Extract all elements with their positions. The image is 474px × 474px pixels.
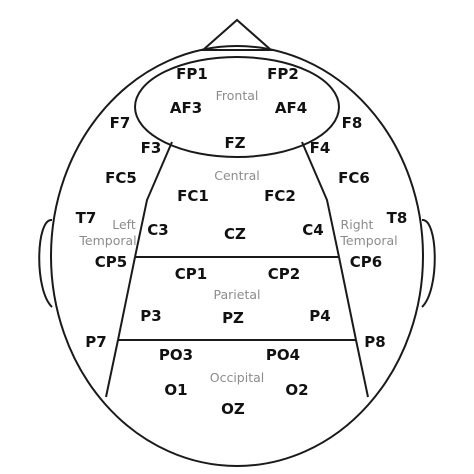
electrode-o2: O2 <box>285 381 308 399</box>
electrode-cz: CZ <box>224 225 246 243</box>
electrode-p7: P7 <box>85 333 106 351</box>
electrode-f8: F8 <box>342 114 363 132</box>
electrode-labels: FP1 FP2 AF3 AF4 F7 F8 F3 F4 FZ FC5 FC6 F… <box>76 65 408 418</box>
occipital-right-boundary <box>355 339 369 398</box>
electrode-t8: T8 <box>387 209 408 227</box>
electrode-f3: F3 <box>141 139 162 157</box>
electrode-o1: O1 <box>164 381 187 399</box>
parietal-right-boundary <box>338 256 357 341</box>
region-right-temporal-label-line1: Right <box>341 217 374 232</box>
electrode-c4: C4 <box>302 221 323 239</box>
electrode-af4: AF4 <box>275 99 307 117</box>
electrode-p8: P8 <box>364 333 385 351</box>
parietal-left-boundary <box>117 256 136 341</box>
electrode-fp2: FP2 <box>267 65 299 83</box>
electrode-p3: P3 <box>140 307 161 325</box>
electrode-cp1: CP1 <box>175 265 207 283</box>
region-central-label: Central <box>214 168 260 183</box>
region-right-temporal-label-line2: Temporal <box>339 233 397 248</box>
region-labels: Frontal Central Parietal Occipital Left … <box>78 88 397 385</box>
electrode-p4: P4 <box>309 307 330 325</box>
region-left-temporal-label-line1: Left <box>112 217 136 232</box>
electrode-c3: C3 <box>147 221 168 239</box>
head-shape <box>50 45 424 467</box>
electrode-po4: PO4 <box>266 346 300 364</box>
region-left-temporal-label-line2: Temporal <box>78 233 136 248</box>
nose <box>200 18 274 51</box>
region-parietal-label: Parietal <box>214 287 261 302</box>
frontal-region-outline <box>134 56 340 158</box>
electrode-fp1: FP1 <box>176 65 208 83</box>
electrode-t7: T7 <box>76 209 97 227</box>
central-left-boundary <box>134 141 173 258</box>
electrode-fc5: FC5 <box>105 169 137 187</box>
electrode-fc6: FC6 <box>338 169 370 187</box>
head-outline <box>38 18 436 467</box>
electrode-fc1: FC1 <box>177 187 209 205</box>
electrode-cp5: CP5 <box>95 253 127 271</box>
left-ear <box>38 219 53 308</box>
central-right-boundary <box>301 141 340 258</box>
region-occipital-label: Occipital <box>210 370 265 385</box>
electrode-po3: PO3 <box>159 346 193 364</box>
occipital-left-boundary <box>105 339 119 398</box>
region-frontal-label: Frontal <box>216 88 259 103</box>
electrode-af3: AF3 <box>170 99 202 117</box>
right-ear <box>421 219 436 308</box>
electrode-pz: PZ <box>222 309 244 327</box>
electrode-oz: OZ <box>221 400 245 418</box>
electrode-f7: F7 <box>110 114 131 132</box>
electrode-fc2: FC2 <box>264 187 296 205</box>
electrode-cp6: CP6 <box>350 253 382 271</box>
electrode-cp2: CP2 <box>268 265 300 283</box>
electrode-fz: FZ <box>224 134 245 152</box>
electrode-f4: F4 <box>310 139 331 157</box>
